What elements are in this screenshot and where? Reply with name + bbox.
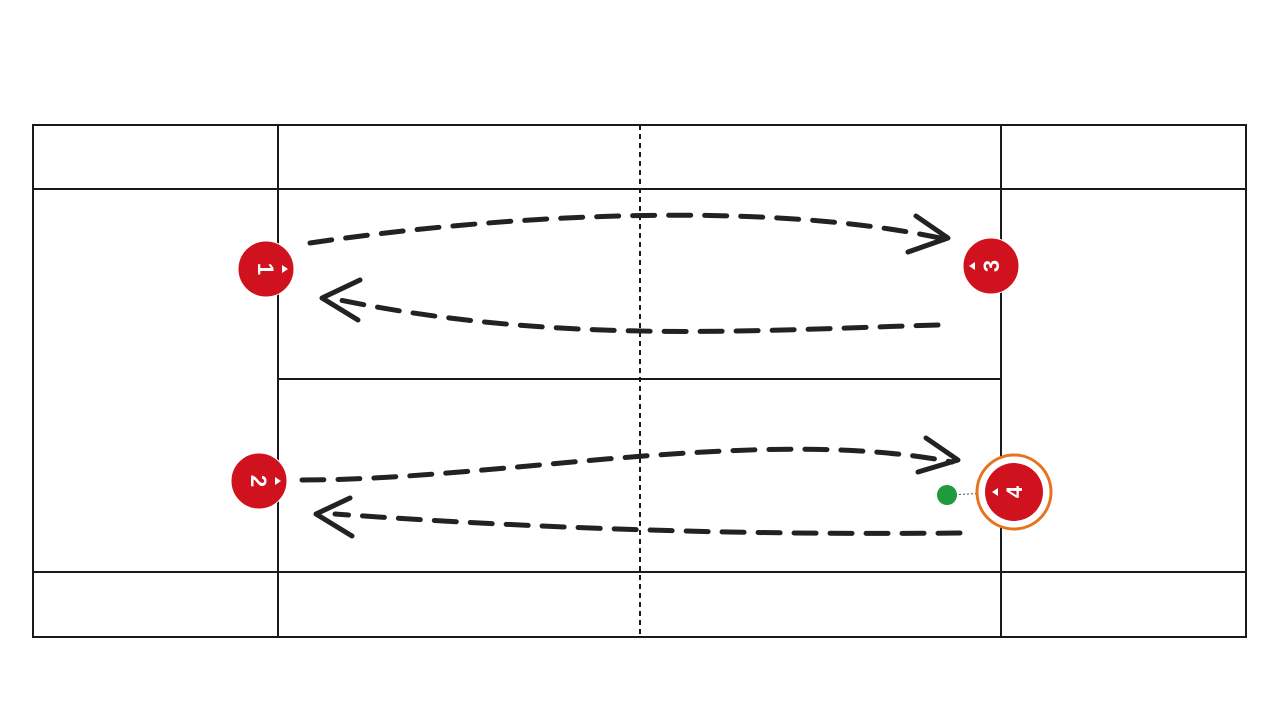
player-3[interactable]: 3 [962, 237, 1020, 295]
direction-icon [282, 265, 288, 273]
arrowhead-left-icon [319, 277, 363, 323]
player-2[interactable]: 2 [230, 452, 288, 510]
direction-icon [969, 262, 975, 270]
movement-paths [299, 212, 963, 536]
player-1[interactable]: 1 [237, 240, 295, 298]
ball-marker[interactable] [937, 485, 957, 505]
arrowheads [313, 213, 961, 539]
player-label: 3 [979, 260, 1004, 272]
direction-icon [992, 488, 998, 496]
arrowhead-left-icon [313, 495, 355, 539]
path-4-to-2 [332, 511, 963, 536]
arrowhead-right-icon [915, 435, 961, 475]
player-4-selected[interactable]: 4 [975, 453, 1053, 531]
court [32, 124, 1247, 638]
direction-icon [275, 477, 281, 485]
player-label: 2 [246, 475, 271, 487]
ball-link [946, 492, 991, 496]
path-2-to-4 [299, 446, 955, 483]
path-3-to-1 [337, 297, 941, 334]
player-label: 4 [1002, 485, 1027, 498]
player-label: 1 [253, 263, 278, 275]
arrowhead-right-icon [905, 213, 951, 255]
path-1-to-3 [307, 212, 943, 246]
